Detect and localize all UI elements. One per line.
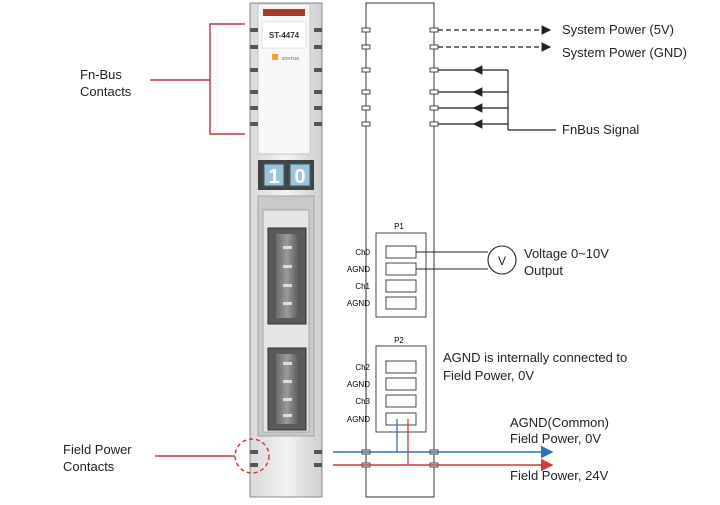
system-power-arrows	[438, 25, 552, 52]
agnd-note: AGND is internally connected to Field Po…	[443, 349, 627, 385]
voltmeter-symbol: V	[498, 254, 506, 268]
field-power-arrows	[333, 445, 554, 472]
p1-pin-agnd-2: AGND	[347, 299, 370, 308]
fn-bus-label: Fn-Bus Contacts	[80, 66, 131, 100]
fn-bus-label-line2: Contacts	[80, 84, 132, 99]
p2-title: P2	[394, 336, 404, 345]
p2-pin-ch2: Ch2	[355, 363, 370, 372]
status-led	[272, 54, 278, 60]
digit-1: 1	[268, 166, 279, 188]
module-schematic	[361, 2, 439, 498]
p1-pin-ch1: Ch1	[355, 282, 370, 291]
system-power-5v-label: System Power (5V)	[562, 22, 674, 37]
system-power-gnd-label: System Power (GND)	[562, 45, 687, 60]
p1-pin-agnd-1: AGND	[347, 265, 370, 274]
p1-pin-ch0: Ch0	[355, 248, 370, 257]
field-power-contacts-line2: Contacts	[63, 459, 115, 474]
module-model-text: ST-4474	[269, 31, 300, 40]
voltage-output-line1: Voltage 0~10V	[524, 246, 609, 261]
fn-bus-label-line1: Fn-Bus	[80, 67, 122, 82]
p2-pin-agnd-2: AGND	[347, 415, 370, 424]
field-power-internal-lines	[396, 419, 409, 465]
fn-bus-bracket	[150, 23, 245, 135]
voltage-output-line2: Output	[524, 263, 564, 278]
io-module-image: ST-4474 STATUS 1 0	[249, 2, 323, 498]
agnd-note-line1: AGND is internally connected to	[443, 350, 628, 365]
agnd-common-label: AGND(Common)	[510, 415, 609, 430]
p1-title: P1	[394, 222, 404, 231]
voltage-output-wiring	[416, 245, 517, 275]
field-power-contacts-line1: Field Power	[63, 442, 132, 457]
fnbus-signal-arrows	[438, 65, 556, 131]
digit-2: 0	[294, 166, 305, 188]
status-label: STATUS	[282, 56, 299, 61]
voltage-output-label: Voltage 0~10V Output	[524, 245, 609, 279]
p2-pin-ch3: Ch3	[355, 397, 370, 406]
field-power-24v-label: Field Power, 24V	[510, 468, 609, 483]
agnd-note-line2: Field Power, 0V	[443, 368, 535, 383]
p2-pin-agnd-1: AGND	[347, 380, 370, 389]
field-power-highlight	[155, 438, 270, 474]
fnbus-signal-label: FnBus Signal	[562, 122, 640, 137]
field-power-0v-label: Field Power, 0V	[510, 431, 602, 446]
field-power-contacts-label: Field Power Contacts	[63, 441, 132, 475]
